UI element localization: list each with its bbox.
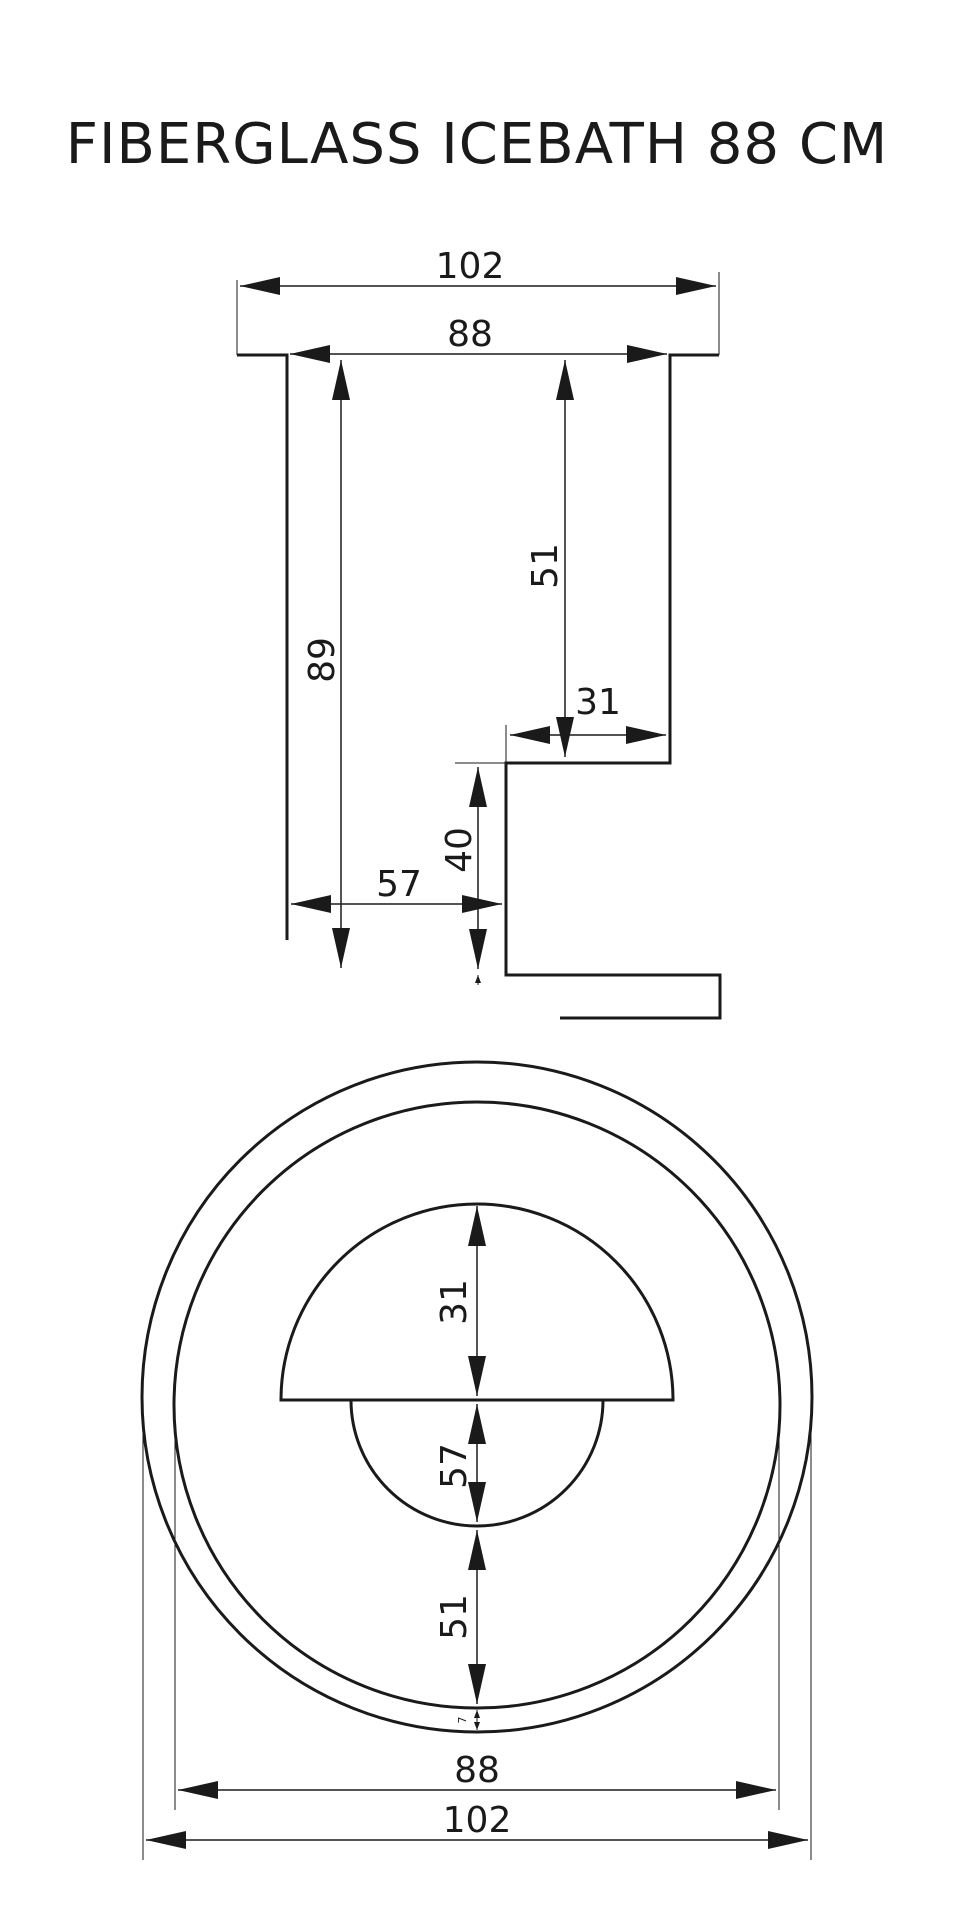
tub-right-profile	[504, 353, 722, 1020]
page-title: FIBERGLASS ICEBATH 88 CM	[65, 112, 889, 177]
dim-label-outer-diameter: 102	[443, 1800, 512, 1841]
dim-label-seat-depth: 57	[376, 864, 422, 905]
dim-label-seat-height: 40	[439, 827, 480, 873]
top-view: 31 57 51 7 88 102	[140, 1060, 814, 1860]
dim-label-outer-width: 102	[436, 246, 505, 287]
side-view: 102 88 89 51 31 40 57	[236, 246, 722, 1020]
dim-label-top-rim: 7	[456, 1717, 469, 1724]
dim-label-deep-section: 51	[525, 543, 566, 589]
outer-rim-circle	[140, 1060, 814, 1734]
dim-label-top-inner-seat: 57	[434, 1443, 475, 1489]
dim-label-inner-diameter: 88	[454, 1750, 500, 1791]
dim-label-top-floor: 51	[434, 1594, 475, 1640]
dim-label-top-seat: 31	[434, 1279, 475, 1325]
seat-outline	[279, 1202, 675, 1402]
dim-label-total-depth: 89	[302, 637, 343, 683]
floor-outline	[349, 1399, 605, 1528]
dim-label-step-width: 31	[575, 682, 621, 723]
dim-label-inner-width: 88	[447, 314, 493, 355]
inner-rim-circle	[172, 1100, 782, 1710]
tub-left-wall	[237, 353, 289, 940]
